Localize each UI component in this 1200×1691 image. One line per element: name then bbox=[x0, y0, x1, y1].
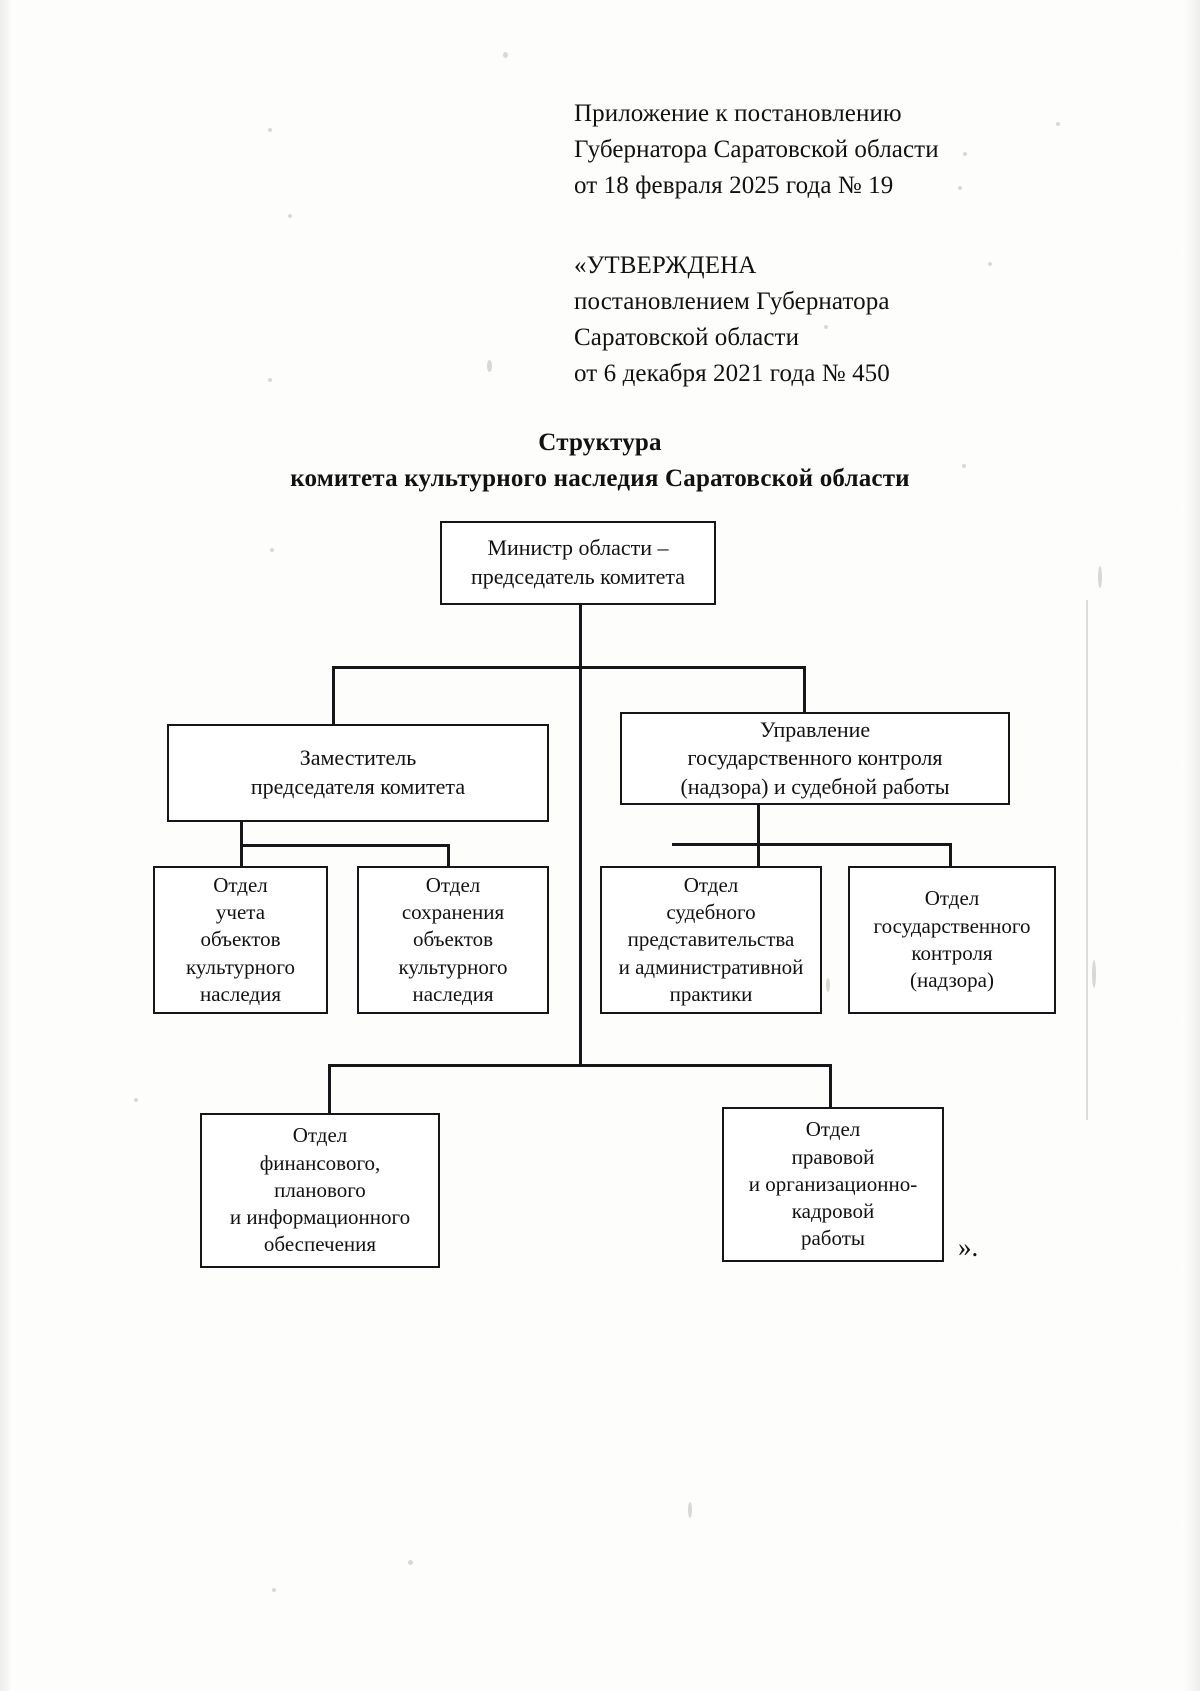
node-dept-preservation: Отдел сохранения объектов культурного на… bbox=[357, 866, 549, 1014]
node-control-directorate: Управление государственного контроля (на… bbox=[620, 712, 1010, 805]
edge-bus-bottom bbox=[328, 1064, 832, 1067]
edge-deputy-trunk bbox=[240, 822, 243, 846]
edge-bus-deputy-children bbox=[240, 844, 450, 847]
title-line-2: комитета культурного наследия Саратовско… bbox=[290, 464, 910, 492]
scan-speck bbox=[988, 262, 992, 266]
edge-directorate-trunk bbox=[757, 805, 760, 845]
scan-edge-right bbox=[1182, 0, 1200, 1691]
scan-speck bbox=[688, 1502, 692, 1518]
scan-speck bbox=[1092, 960, 1096, 988]
edge-drop-dept-preservation bbox=[447, 844, 450, 867]
node-deputy-chairman: Заместитель председателя комитета bbox=[167, 724, 549, 822]
node-dept-state-control: Отдел государственного контроля (надзора… bbox=[848, 866, 1056, 1014]
scan-speck bbox=[826, 978, 830, 992]
scan-edge-left bbox=[0, 0, 14, 1691]
scan-speck bbox=[824, 325, 828, 329]
scan-speck bbox=[288, 214, 292, 218]
node-dept-judicial-representation: Отдел судебного представительства и адми… bbox=[600, 866, 822, 1014]
node-dept-accounting: Отдел учета объектов культурного наследи… bbox=[153, 866, 328, 1014]
scan-hairline bbox=[1086, 600, 1088, 1120]
scan-speck bbox=[487, 360, 492, 372]
page-title: Структура комитета культурного наследия … bbox=[0, 425, 1200, 496]
edge-minister-bottom-trunk bbox=[579, 666, 582, 1067]
scan-speck bbox=[958, 186, 962, 190]
scan-speck bbox=[268, 128, 272, 132]
edge-drop-deputy bbox=[332, 666, 335, 725]
edge-bus-level2 bbox=[332, 666, 806, 669]
title-line-1: Структура bbox=[538, 429, 662, 456]
edge-bus-directorate-children bbox=[672, 843, 952, 846]
edge-drop-dept-legal bbox=[829, 1064, 832, 1108]
scan-speck bbox=[272, 1588, 276, 1592]
scan-speck bbox=[963, 152, 967, 156]
node-dept-financial-planning: Отдел финансового, планового и информаци… bbox=[200, 1113, 440, 1268]
edge-drop-dept-finance bbox=[328, 1064, 331, 1114]
node-dept-legal-hr: Отдел правовой и организационно- кадрово… bbox=[722, 1107, 944, 1262]
edge-drop-dept-judicial bbox=[757, 843, 760, 867]
scan-speck bbox=[268, 378, 272, 382]
edge-drop-dept-accounting bbox=[240, 844, 243, 867]
edge-drop-dept-state-control bbox=[949, 843, 952, 867]
closing-quote-mark: ». bbox=[958, 1232, 979, 1262]
approval-reference-text: «УТВЕРЖДЕНА постановлением Губернатора С… bbox=[574, 252, 890, 387]
appendix-reference-text: Приложение к постановлению Губернатора С… bbox=[574, 100, 939, 199]
scan-speck bbox=[1056, 122, 1060, 126]
scan-speck bbox=[408, 1560, 413, 1565]
scan-speck bbox=[1098, 566, 1102, 588]
edge-minister-trunk bbox=[579, 605, 582, 668]
scan-speck bbox=[134, 1098, 138, 1102]
scan-speck bbox=[962, 464, 966, 468]
node-minister: Министр области – председатель комитета bbox=[440, 521, 716, 605]
edge-drop-directorate bbox=[803, 666, 806, 713]
scan-speck bbox=[270, 548, 274, 552]
scan-speck bbox=[503, 52, 508, 58]
